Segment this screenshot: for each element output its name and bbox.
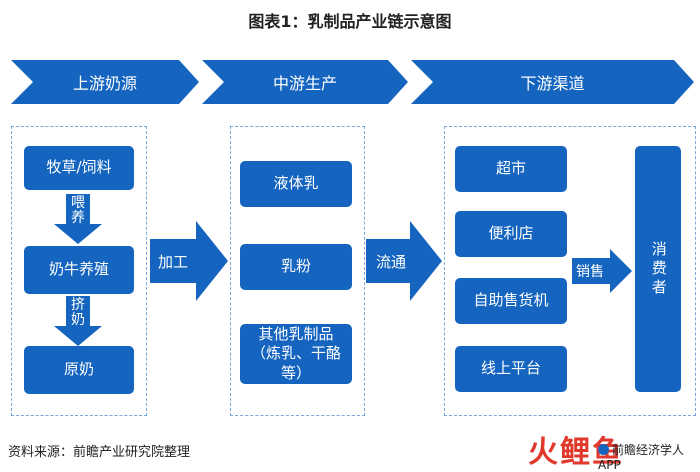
box-consumer: 消费者	[635, 146, 681, 392]
box-raw-milk: 原奶	[24, 346, 134, 394]
banner-midstream: 中游生产	[202, 60, 408, 104]
box-other-dairy: 其他乳制品（炼乳、干酪等）	[240, 324, 352, 384]
box-milk-powder: 乳粉	[240, 244, 352, 290]
box-forage: 牧草/饲料	[24, 146, 134, 190]
arrow-circulate: 流通	[366, 221, 442, 301]
arrow-process-label: 加工	[158, 252, 189, 271]
box-dairy-farming: 奶牛养殖	[24, 246, 134, 294]
banner-downstream: 下游渠道	[411, 60, 694, 104]
midstream-container	[230, 126, 365, 416]
upstream-container	[11, 126, 147, 416]
box-online-platform: 线上平台	[455, 346, 567, 392]
arrow-sell-label: 销售	[576, 264, 604, 280]
box-convenience-store: 便利店	[455, 211, 567, 257]
arrow-feed-label: 喂养	[71, 195, 85, 227]
brand-icon	[598, 444, 609, 455]
box-supermarket: 超市	[455, 146, 567, 192]
banner-upstream: 上游奶源	[11, 60, 199, 104]
downstream-container	[444, 126, 696, 416]
source-note: 资料来源：前瞻产业研究院整理	[8, 445, 191, 460]
arrow-circulate-label: 流通	[376, 252, 407, 271]
box-vending-machine: 自助售货机	[455, 278, 567, 324]
chart-title: 图表1：乳制品产业链示意图	[248, 12, 452, 31]
box-liquid-milk: 液体乳	[240, 161, 352, 207]
arrow-milking-label: 挤奶	[71, 297, 85, 329]
arrow-process: 加工	[150, 221, 228, 301]
brand-label: 前瞻经济学人APP	[598, 441, 700, 472]
